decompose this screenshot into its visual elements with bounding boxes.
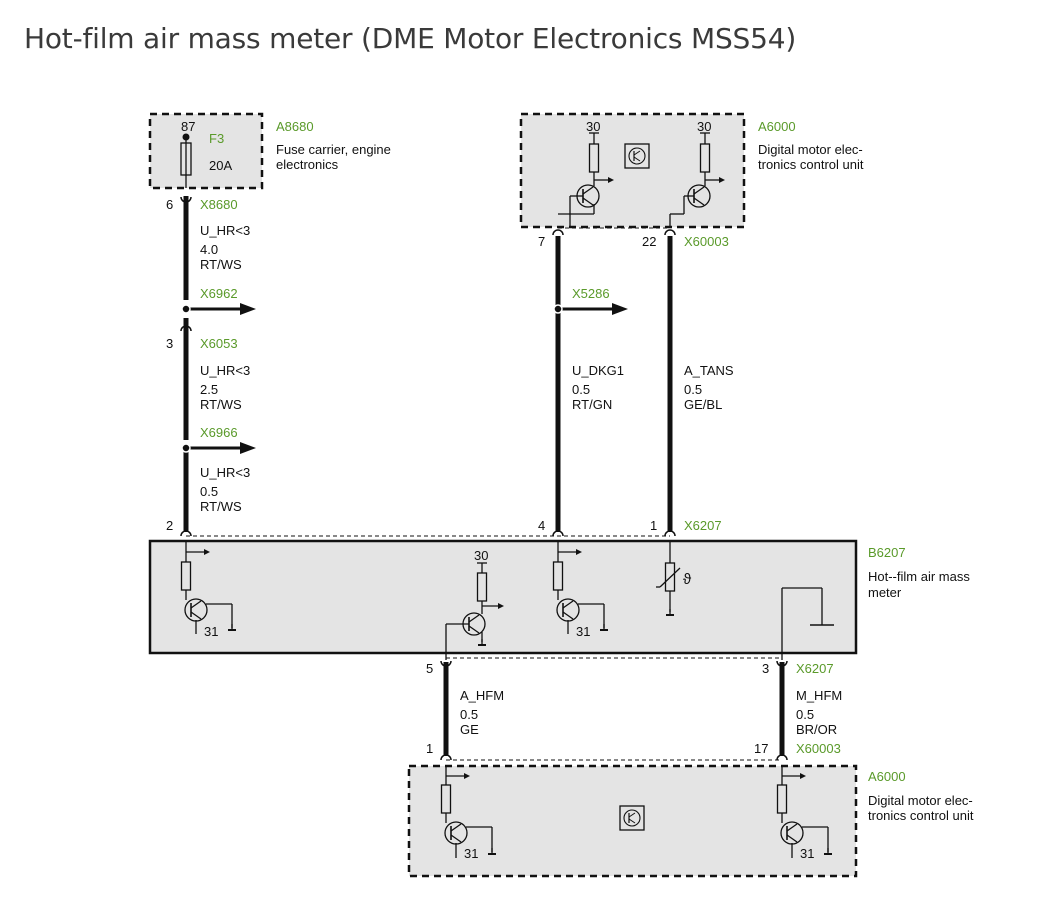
branch-arrow-x6962 — [181, 303, 256, 315]
connector-x6962-id: X6962 — [200, 286, 238, 301]
connector-x6207-bottom-id: X6207 — [796, 661, 834, 676]
page-title: Hot-film air mass meter (DME Motor Elect… — [24, 22, 797, 55]
branch-arrow-x6966 — [181, 442, 256, 454]
connector-pin-label: 1 — [426, 741, 433, 756]
pin-marks — [180, 196, 788, 761]
meter-stage-left — [180, 541, 237, 634]
wire-color-label: GE — [460, 722, 479, 737]
component-a6000-bottom-desc: Digital motor elec- — [868, 793, 973, 808]
connector-x6053-id: X6053 — [200, 336, 238, 351]
control-unit-bottom-input-right — [776, 766, 833, 858]
wire-gauge-label: 0.5 — [200, 484, 218, 499]
connector-pin-label: 1 — [650, 518, 657, 533]
ground-31-label: 31 — [204, 624, 218, 639]
fuse-id-label: F3 — [209, 131, 224, 146]
component-a6000-top-id: A6000 — [758, 119, 796, 134]
wire-color-label: BR/OR — [796, 722, 837, 737]
connector-pin-label: 5 — [426, 661, 433, 676]
component-a6000-top-desc: tronics control unit — [758, 157, 864, 172]
wire-color-label: RT/WS — [200, 499, 242, 514]
component-a8680-desc: electronics — [276, 157, 339, 172]
component-b6207-desc: meter — [868, 585, 902, 600]
connector-pin-label: 17 — [754, 741, 768, 756]
component-b6207-id: B6207 — [868, 545, 906, 560]
connector-pin-label: 3 — [762, 661, 769, 676]
wire-gauge-label: 0.5 — [684, 382, 702, 397]
connector-pin-label: 3 — [166, 336, 173, 351]
wire-signal-label: A_HFM — [460, 688, 504, 703]
wire-signal-label: U_HR<3 — [200, 465, 250, 480]
ground-31-label: 31 — [800, 846, 814, 861]
supply-30-label: 30 — [474, 548, 488, 563]
connector-x8680-id: X8680 — [200, 197, 238, 212]
wire-signal-label: U_HR<3 — [200, 363, 250, 378]
wire-signal-label: M_HFM — [796, 688, 842, 703]
connector-pin-label: 7 — [538, 234, 545, 249]
thermistor-symbol: ϑ — [683, 571, 692, 588]
wire-color-label: RT/WS — [200, 397, 242, 412]
ntc-thermistor-icon — [656, 541, 681, 616]
connector-pin-label: 4 — [538, 518, 545, 533]
meter-stage-throttle — [552, 541, 609, 634]
ground-31-label: 31 — [464, 846, 478, 861]
connector-x60003-bottom-id: X60003 — [796, 741, 841, 756]
control-unit-top-driver-right — [669, 132, 725, 226]
connector-pin-label: 6 — [166, 197, 173, 212]
fuse-pin-label: 87 — [181, 119, 195, 134]
branch-arrow-x5286 — [553, 303, 628, 315]
wire-color-label: GE/BL — [684, 397, 722, 412]
wire-gauge-label: 4.0 — [200, 242, 218, 257]
fuse-rating-label: 20A — [209, 158, 232, 173]
component-a8680-desc: Fuse carrier, engine — [276, 142, 391, 157]
meter-stage-center — [445, 562, 504, 660]
wire-gauge-label: 0.5 — [460, 707, 478, 722]
connector-x6966-id: X6966 — [200, 425, 238, 440]
fuse-f3-icon — [180, 133, 192, 188]
wire-signal-label: A_TANS — [684, 363, 734, 378]
control-unit-bottom-input-left — [440, 766, 497, 858]
control-unit-top-driver-left — [558, 132, 614, 226]
wire-gauge-label: 0.5 — [796, 707, 814, 722]
component-b6207-desc: Hot--film air mass — [868, 569, 970, 584]
component-a6000-top-desc: Digital motor elec- — [758, 142, 863, 157]
supply-30-label: 30 — [586, 119, 600, 134]
connector-x6207-top-id: X6207 — [684, 518, 722, 533]
wire-signal-label: U_DKG1 — [572, 363, 624, 378]
meter-ground-frame — [781, 587, 834, 660]
component-a6000-bottom-id: A6000 — [868, 769, 906, 784]
connector-x60003-top-id: X60003 — [684, 234, 729, 249]
wire-gauge-label: 0.5 — [572, 382, 590, 397]
connector-pin-label: 2 — [166, 518, 173, 533]
connector-x5286-id: X5286 — [572, 286, 610, 301]
ground-31-label: 31 — [576, 624, 590, 639]
component-a6000-bottom-desc: tronics control unit — [868, 808, 974, 823]
fuse-carrier-box — [148, 112, 264, 190]
wire-color-label: RT/GN — [572, 397, 612, 412]
wire-gauge-label: 2.5 — [200, 382, 218, 397]
supply-30-label: 30 — [697, 119, 711, 134]
component-a8680-id: A8680 — [276, 119, 314, 134]
wire-signal-label: U_HR<3 — [200, 223, 250, 238]
wire-color-label: RT/WS — [200, 257, 242, 272]
air-mass-meter-box — [148, 539, 858, 655]
connector-pin-label: 22 — [642, 234, 656, 249]
